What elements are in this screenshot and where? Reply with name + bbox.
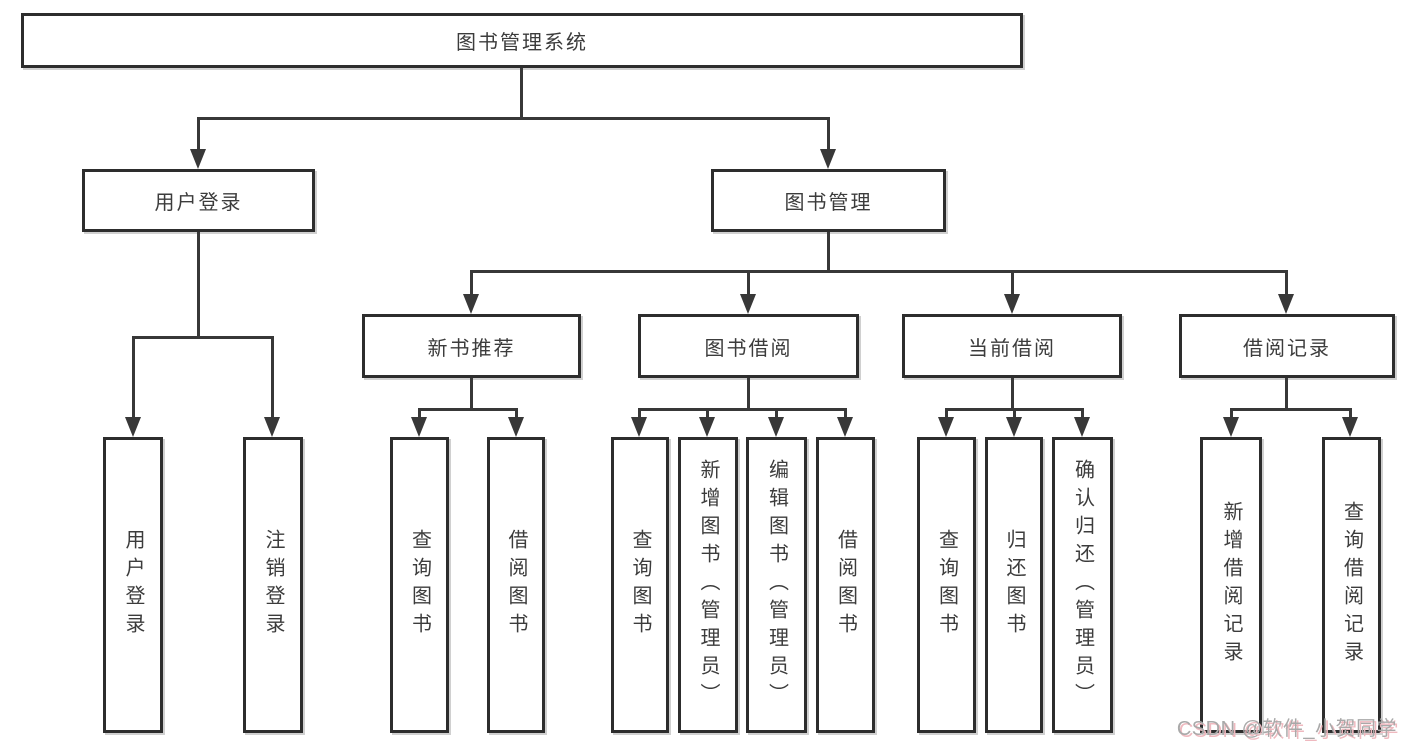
connector-stem-cb-query (945, 408, 948, 421)
arrow-down-book-borrow (740, 294, 756, 314)
connector-stem-nb-borrow (515, 408, 518, 421)
arrow-down-current-borrow (1004, 294, 1020, 314)
connector-user-login-drop (197, 232, 200, 339)
connector-new-book-drop (470, 378, 473, 411)
arrow-down-nb-borrow (508, 417, 524, 437)
connector-stem-br-query (1349, 408, 1352, 421)
arrow-down-br-add (1223, 417, 1239, 437)
leaf-record-query-borrow-record: 查询借阅记录 (1322, 437, 1381, 733)
leaf-logout-label: 注销登录 (262, 529, 284, 641)
leaf-current-return-books-label: 归还图书 (1003, 529, 1025, 641)
node-new-book-label: 新书推荐 (427, 337, 516, 360)
arrow-down-br-query (1342, 417, 1358, 437)
arrow-down-new-book (463, 294, 479, 314)
leaf-current-query-books: 查询图书 (917, 437, 976, 733)
connector-stem-bb-borrow (844, 408, 847, 421)
leaf-record-query-borrow-record-label: 查询借阅记录 (1340, 501, 1363, 669)
connector-borrow-record-drop (1285, 378, 1288, 411)
leaf-borrow-edit-books-admin-label: 编辑图书（管理员） (765, 459, 788, 711)
node-new-book: 新书推荐 (362, 314, 581, 378)
leaf-borrow-query-books-label: 查询图书 (629, 529, 651, 641)
leaf-borrow-borrow-books: 借阅图书 (816, 437, 875, 733)
connector-stem-current-borrow (1011, 270, 1014, 298)
leaf-borrow-borrow-books-label: 借阅图书 (834, 529, 857, 641)
connector-user-login-hbar (132, 336, 274, 339)
leaf-user-login: 用户登录 (103, 437, 163, 733)
leaf-newbook-borrow-books-label: 借阅图书 (505, 529, 527, 641)
connector-borrow-record-hbar (1230, 408, 1352, 411)
connector-book-borrow-hbar (638, 408, 847, 411)
node-borrow-record-label: 借阅记录 (1243, 337, 1331, 360)
arrow-down-leaf-logout (264, 417, 280, 437)
arrow-down-user-login (190, 149, 206, 169)
leaf-user-login-label: 用户登录 (122, 529, 144, 641)
leaf-record-add-borrow-record: 新增借阅记录 (1200, 437, 1262, 733)
connector-stem-book-borrow (747, 270, 750, 298)
connector-stem-cb-confirm (1081, 408, 1084, 421)
arrow-down-leaf-user-login (125, 417, 141, 437)
leaf-borrow-query-books: 查询图书 (611, 437, 669, 733)
arrow-down-cb-confirm (1074, 417, 1090, 437)
connector-current-borrow-drop (1011, 378, 1014, 411)
leaf-newbook-query-books: 查询图书 (390, 437, 449, 733)
connector-stem-bb-edit (775, 408, 778, 421)
connector-stem-user-login (197, 117, 200, 155)
connector-stem-book-mgmt (827, 117, 830, 155)
connector-stem-new-book (470, 270, 473, 298)
node-book-mgmt: 图书管理 (711, 169, 946, 232)
leaf-current-confirm-return-admin-label: 确认归还（管理员） (1071, 459, 1094, 711)
leaf-newbook-query-books-label: 查询图书 (408, 529, 431, 641)
node-current-borrow-label: 当前借阅 (968, 337, 1056, 360)
node-borrow-record: 借阅记录 (1179, 314, 1395, 378)
connector-stem-bb-add (706, 408, 709, 421)
node-root-label: 图书管理系统 (456, 32, 588, 54)
leaf-newbook-borrow-books: 借阅图书 (487, 437, 545, 733)
connector-book-mgmt-hbar (470, 270, 1288, 273)
arrow-down-borrow-record (1278, 294, 1294, 314)
arrow-down-cb-query (938, 417, 954, 437)
connector-stem-leaf-user-login (132, 336, 135, 421)
leaf-record-add-borrow-record-label: 新增借阅记录 (1220, 501, 1242, 669)
node-root: 图书管理系统 (21, 13, 1023, 68)
leaf-current-return-books: 归还图书 (985, 437, 1043, 733)
csdn-watermark: CSDN @软件_小贺同学 (1176, 718, 1397, 740)
node-book-mgmt-label: 图书管理 (784, 192, 873, 214)
node-book-borrow-label: 图书借阅 (704, 337, 793, 360)
connector-root-hbar (197, 117, 830, 120)
arrow-down-cb-return (1006, 417, 1022, 437)
connector-stem-bb-query (638, 408, 641, 421)
arrow-down-bb-edit (768, 417, 784, 437)
connector-stem-nb-query (418, 408, 421, 421)
node-user-login-label: 用户登录 (154, 192, 243, 214)
leaf-current-query-books-label: 查询图书 (935, 529, 958, 641)
connector-book-mgmt-drop (827, 232, 830, 273)
leaf-current-confirm-return-admin: 确认归还（管理员） (1052, 437, 1113, 733)
arrow-down-nb-query (411, 417, 427, 437)
arrow-down-bb-borrow (837, 417, 853, 437)
node-book-borrow: 图书借阅 (638, 314, 859, 378)
connector-root-drop (520, 68, 523, 120)
connector-stem-br-add (1230, 408, 1233, 421)
node-current-borrow: 当前借阅 (902, 314, 1122, 378)
leaf-logout: 注销登录 (243, 437, 303, 733)
connector-book-borrow-drop (747, 378, 750, 411)
leaf-borrow-add-books-admin: 新增图书（管理员） (678, 437, 738, 733)
connector-stem-borrow-record (1285, 270, 1288, 298)
leaf-borrow-edit-books-admin: 编辑图书（管理员） (746, 437, 807, 733)
connector-stem-leaf-logout (271, 336, 274, 421)
arrow-down-book-mgmt (820, 149, 836, 169)
connector-stem-cb-return (1013, 408, 1016, 421)
leaf-borrow-add-books-admin-label: 新增图书（管理员） (697, 459, 719, 711)
node-user-login: 用户登录 (82, 169, 315, 232)
arrow-down-bb-add (699, 417, 715, 437)
connector-new-book-hbar (418, 408, 518, 411)
arrow-down-bb-query (631, 417, 647, 437)
